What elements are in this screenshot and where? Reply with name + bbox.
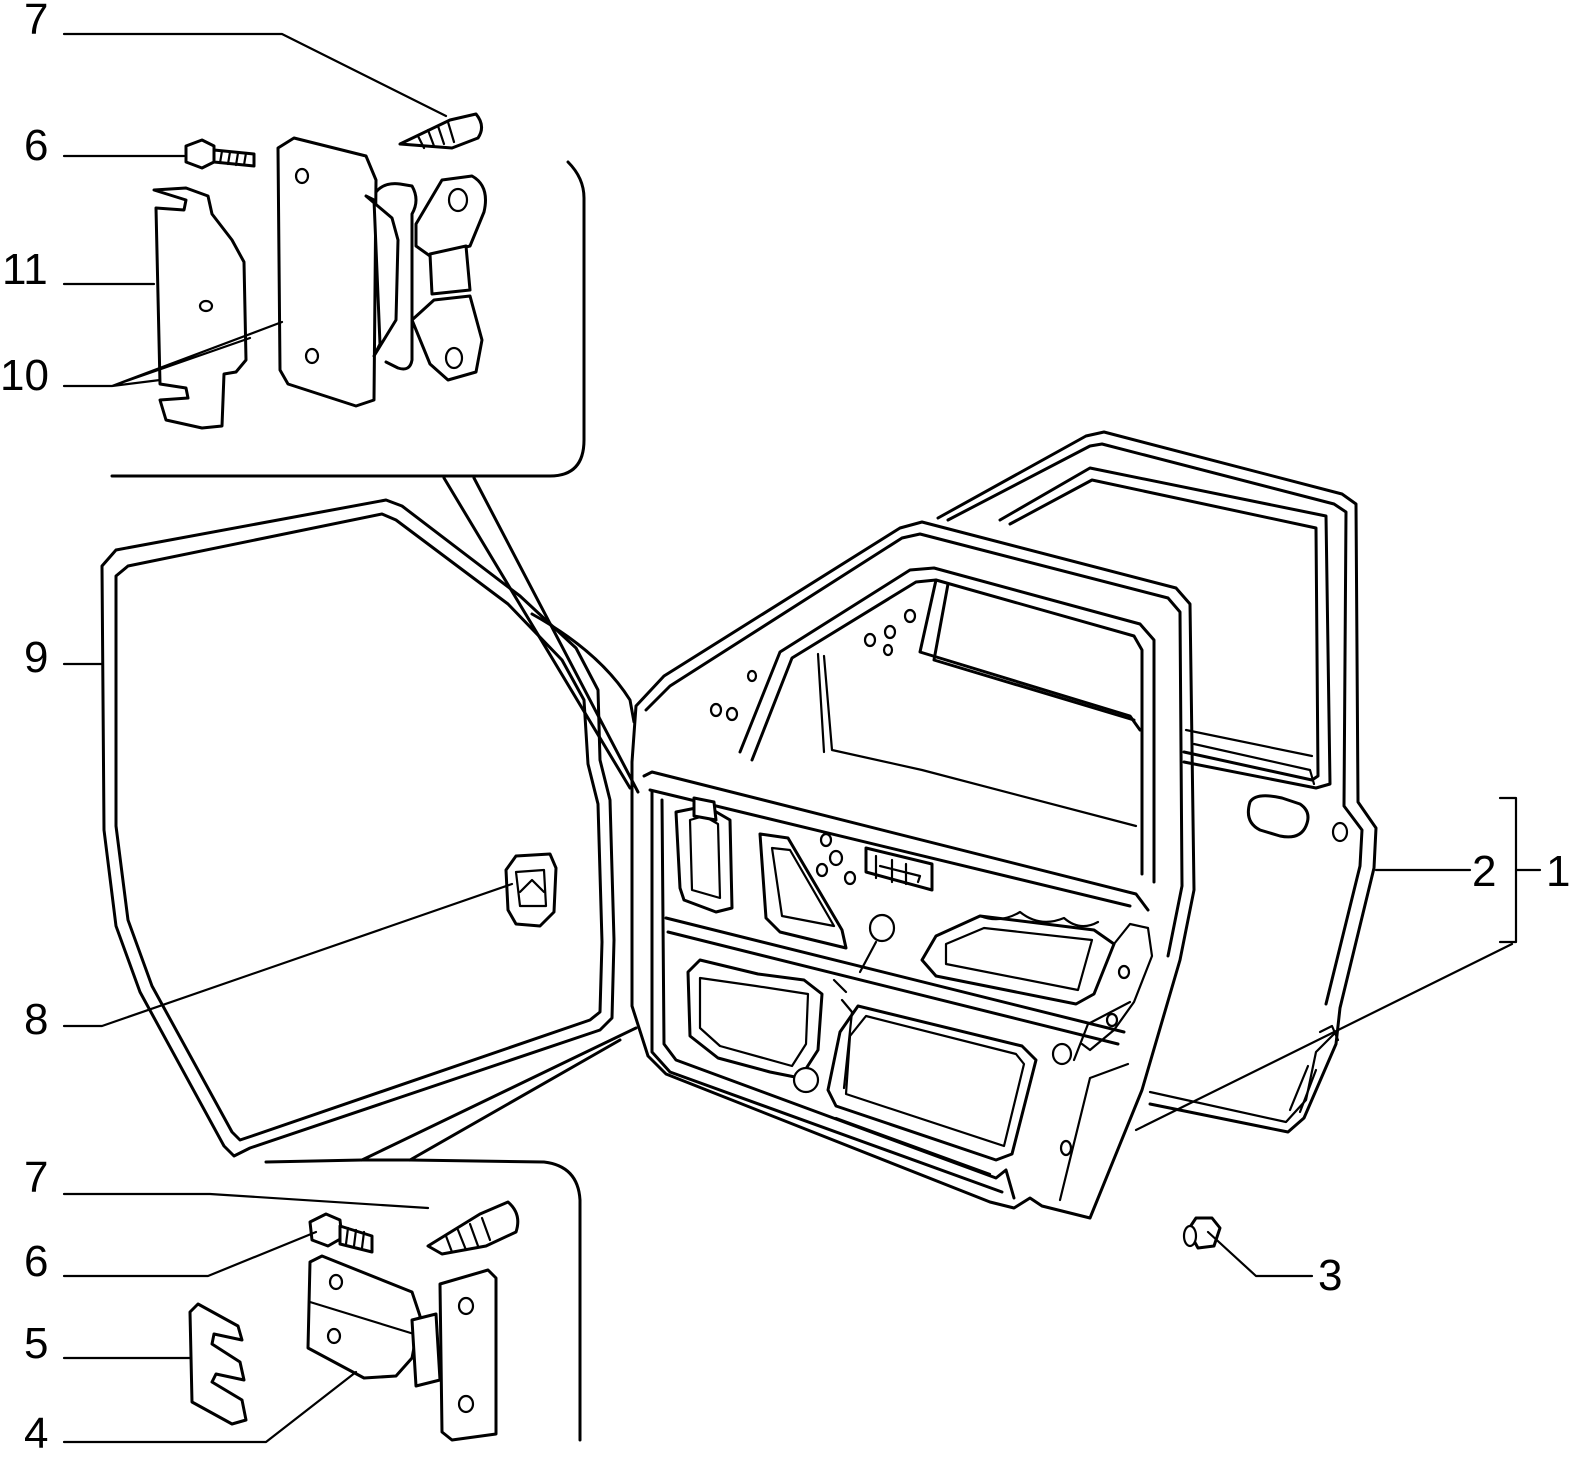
callout-7-bottom: 7	[24, 1153, 48, 1202]
door-outer-panel	[936, 430, 1378, 1134]
upper-hinge-detail-panel	[110, 112, 640, 794]
callout-8: 8	[24, 995, 48, 1044]
door-seal-9	[100, 498, 636, 1158]
callout-10: 10	[0, 351, 49, 400]
callout-1: 1	[1546, 847, 1570, 896]
callout-6-bottom: 6	[24, 1237, 48, 1286]
backing-plate-10	[276, 136, 378, 408]
callout-7-top: 7	[24, 0, 48, 44]
screw-icon	[398, 112, 483, 150]
leader-lines	[62, 32, 1542, 1444]
callout-11: 11	[2, 245, 48, 294]
callout-6-top: 6	[24, 121, 48, 170]
lower-hinge	[306, 1254, 498, 1442]
callout-5: 5	[24, 1319, 48, 1368]
plug-3	[1182, 1216, 1222, 1250]
lower-hinge-detail-panel	[188, 1026, 638, 1442]
callout-4: 4	[24, 1409, 48, 1458]
shim-plate-5	[188, 1302, 248, 1426]
bolt-icon	[308, 1212, 374, 1254]
callout-9: 9	[24, 633, 48, 682]
shim-plate-11	[152, 186, 248, 430]
upper-hinge	[364, 174, 487, 382]
callout-2: 2	[1472, 847, 1496, 896]
door-inner-frame	[630, 520, 1196, 1220]
screw-icon	[426, 1200, 520, 1256]
bolt-icon	[184, 138, 256, 170]
callout-3: 3	[1318, 1251, 1342, 1300]
clip-8	[504, 852, 558, 928]
